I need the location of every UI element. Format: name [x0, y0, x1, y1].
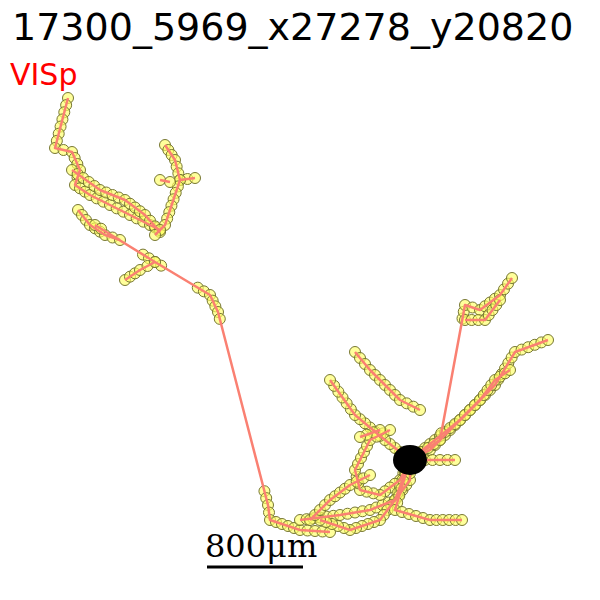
- figure-title: 17300_5969_x27278_y20820: [12, 8, 573, 46]
- neurite-branch: [410, 340, 548, 460]
- neurite-branch: [410, 278, 512, 460]
- neurite-branch: [360, 430, 380, 437]
- scale-bar: [207, 566, 303, 569]
- neurite-branch: [95, 225, 330, 532]
- neurite-branch: [310, 475, 370, 520]
- trace-points: [50, 93, 554, 538]
- neurites: [55, 98, 548, 532]
- neurite-branch: [125, 262, 155, 280]
- neurite-branch: [55, 98, 160, 230]
- neurite-branch: [165, 145, 195, 180]
- neurite-branch: [355, 352, 420, 410]
- neurite-branch: [410, 370, 510, 460]
- neurite-branch: [320, 460, 410, 530]
- neurite-branch: [330, 380, 410, 460]
- region-label: VISp: [10, 60, 77, 90]
- neurite-branch: [72, 170, 160, 232]
- neurite-branch: [465, 300, 500, 320]
- soma: [393, 445, 427, 475]
- neurite-branch: [155, 180, 180, 235]
- neurite-branch: [160, 180, 170, 182]
- scale-label: 800μm: [205, 530, 317, 562]
